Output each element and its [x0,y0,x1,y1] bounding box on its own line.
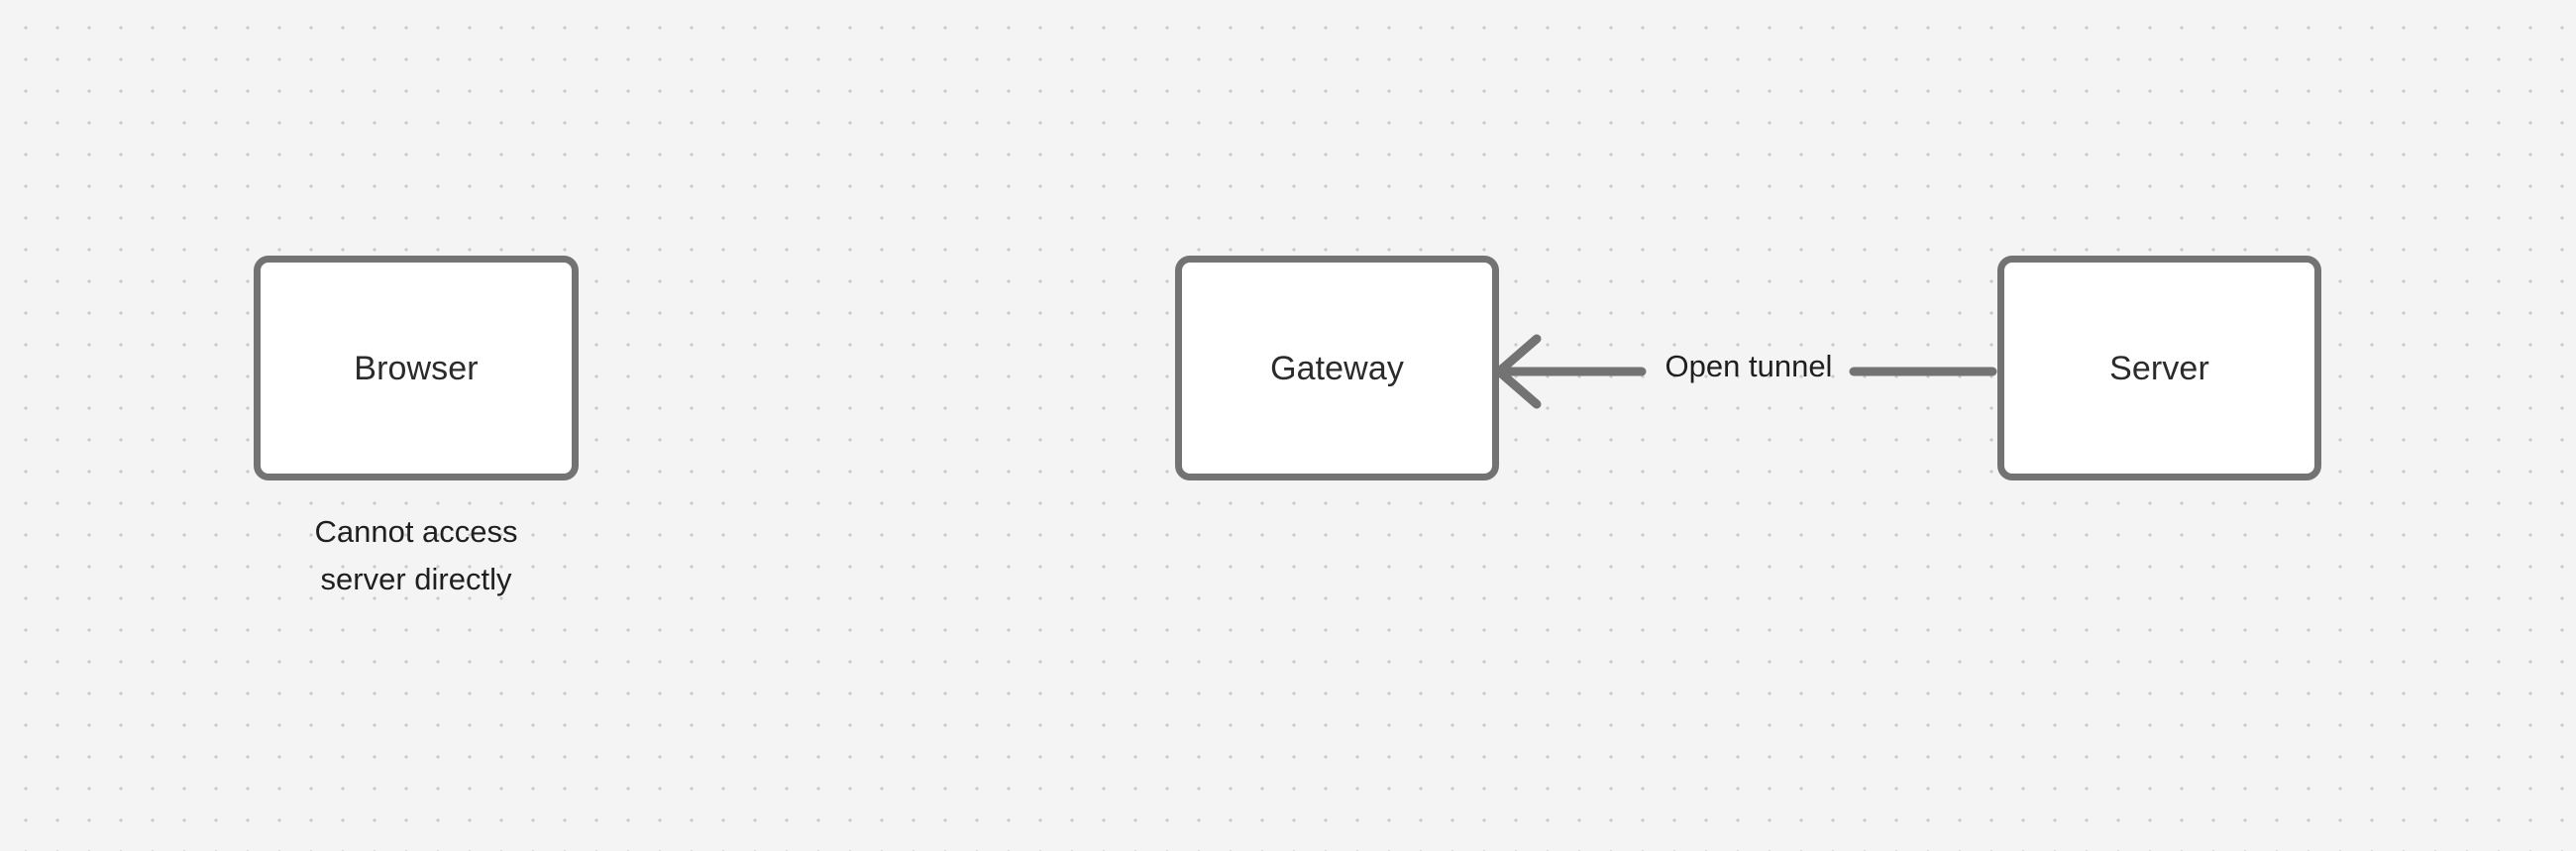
node-gateway[interactable]: Gateway [1175,256,1499,480]
edge-arrow-graphic [1494,334,1997,409]
browser-caption-line-1: Cannot access [314,514,518,549]
edge-label-open-tunnel: Open tunnel [1664,349,1833,383]
node-server-label: Server [2109,349,2209,387]
browser-caption: Cannot access server directly [254,508,579,603]
node-server[interactable]: Server [1997,256,2321,480]
browser-caption-line-2: server directly [320,562,512,596]
arrowhead-left-icon [1494,334,1542,409]
node-gateway-label: Gateway [1270,349,1404,387]
edge-server-to-gateway[interactable] [1491,327,2006,416]
node-browser[interactable]: Browser [254,256,579,480]
node-browser-label: Browser [354,349,479,387]
